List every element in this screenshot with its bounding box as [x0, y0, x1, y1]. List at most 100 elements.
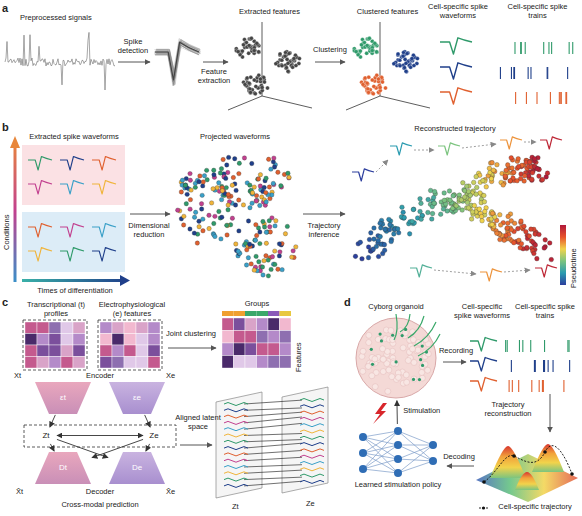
- projected-point: [195, 241, 199, 245]
- matrix-cell: [112, 357, 124, 369]
- cluster-point: [372, 84, 376, 88]
- spike-waveform: [154, 42, 198, 86]
- matrix-cell: [25, 334, 37, 346]
- latent-squiggle: [300, 462, 324, 465]
- annotation-label: Reconstructed trajectory: [400, 125, 510, 134]
- arrow: [303, 214, 345, 215]
- encoder-trapezoid: εt: [35, 382, 91, 414]
- trajectory-point: [442, 198, 447, 203]
- spike-tick: [530, 67, 531, 79]
- organoid-cell: [411, 359, 417, 365]
- spike-tick: [500, 67, 501, 79]
- matrix-cell: [280, 331, 292, 344]
- spike-waveform: [390, 143, 412, 155]
- latent-squiggle: [300, 480, 324, 483]
- annotation-label: Extracted spike waveforms: [24, 133, 124, 142]
- projected-point: [241, 203, 245, 207]
- projected-point: [237, 161, 241, 165]
- organoid: Cyborg organoid: [350, 303, 442, 400]
- projected-point: [267, 219, 271, 223]
- network-link: [398, 445, 433, 459]
- matrix-cell: [124, 357, 136, 369]
- projected-point: [254, 193, 258, 197]
- condition-arrow-shaft: [14, 146, 17, 282]
- feature-point: [248, 87, 252, 91]
- feature-point: [283, 54, 287, 58]
- projected-point: [201, 180, 205, 184]
- trajectory-point: [418, 209, 423, 214]
- spike-tick: [548, 360, 549, 372]
- network-neuron: [394, 441, 402, 449]
- projected-point: [224, 176, 228, 180]
- cluster-point: [376, 77, 380, 81]
- feature-point: [286, 69, 290, 73]
- projected-point: [219, 166, 223, 170]
- feature-point: [287, 70, 291, 74]
- spike-waveform: [410, 265, 432, 277]
- matrix-cell: [136, 345, 148, 357]
- matrix-cell: [148, 334, 160, 346]
- matrix-cell: [112, 345, 124, 357]
- spike-tick: [526, 92, 527, 104]
- organoid-cell: [410, 336, 416, 342]
- latent-squiggle: [224, 428, 248, 431]
- trajectory-point: [388, 222, 393, 227]
- alignment-line: [244, 412, 302, 416]
- trajectory-point: [512, 221, 517, 226]
- projected-point: [254, 222, 258, 226]
- projected-point: [188, 171, 192, 175]
- projected-point: [266, 157, 270, 161]
- projected-point: [193, 185, 197, 189]
- feature-point: [257, 50, 261, 54]
- projected-point: [211, 187, 215, 191]
- trajectory-point: [501, 183, 506, 188]
- latent-squiggle: [300, 417, 324, 420]
- trajectory-point: [366, 245, 371, 250]
- trapezoid-fill: [35, 452, 91, 484]
- latent-plane: [216, 392, 262, 498]
- annotation-label: Joint clustering: [165, 330, 217, 339]
- trajectory-point: [395, 227, 400, 232]
- neuron-dot: [395, 360, 398, 363]
- spike-waveform: [470, 358, 497, 372]
- matrix-cell: [124, 322, 136, 334]
- spike-waveform: [92, 224, 116, 238]
- panel-letter: c: [2, 296, 8, 309]
- axis-label: Features: [295, 342, 304, 372]
- feature-point: [248, 44, 252, 48]
- matrix-cell: [100, 357, 112, 369]
- trajectory-point: [382, 242, 387, 247]
- annotation-label: Feature extraction: [194, 68, 234, 85]
- spike-waveform: [156, 42, 200, 80]
- matrix-cell: [148, 357, 160, 369]
- network-neuron: [359, 449, 367, 457]
- panel-letter: a: [2, 2, 8, 15]
- projected-point: [264, 176, 268, 180]
- neuron-dot: [380, 339, 383, 342]
- trajectory-point: [372, 226, 377, 231]
- annotation-label: Decoding: [441, 453, 477, 462]
- spike-waveform: [440, 88, 472, 104]
- cluster-point: [383, 86, 387, 90]
- spike-tick: [509, 380, 510, 392]
- spike-waveform: [352, 169, 374, 181]
- trajectory-point: [367, 237, 372, 242]
- spike-waveform: [154, 42, 198, 82]
- annotation-label: Encoder: [80, 372, 120, 381]
- matrix-cell: [234, 356, 246, 369]
- feature-point: [240, 49, 244, 53]
- spike-tick: [515, 92, 516, 104]
- trajectory-point: [454, 203, 459, 208]
- feature-point: [248, 91, 252, 95]
- network-link: [363, 437, 398, 445]
- spike-tick: [535, 360, 536, 372]
- alignment-line: [244, 423, 302, 429]
- trajectory-point: [411, 207, 416, 212]
- latent-squiggle: [224, 466, 248, 469]
- projected-point: [213, 214, 217, 218]
- projected-point: [262, 258, 266, 262]
- feature-point: [249, 37, 253, 41]
- cluster-point: [367, 37, 371, 41]
- electrode-wire: [408, 316, 424, 338]
- spike-waveform: [28, 224, 52, 238]
